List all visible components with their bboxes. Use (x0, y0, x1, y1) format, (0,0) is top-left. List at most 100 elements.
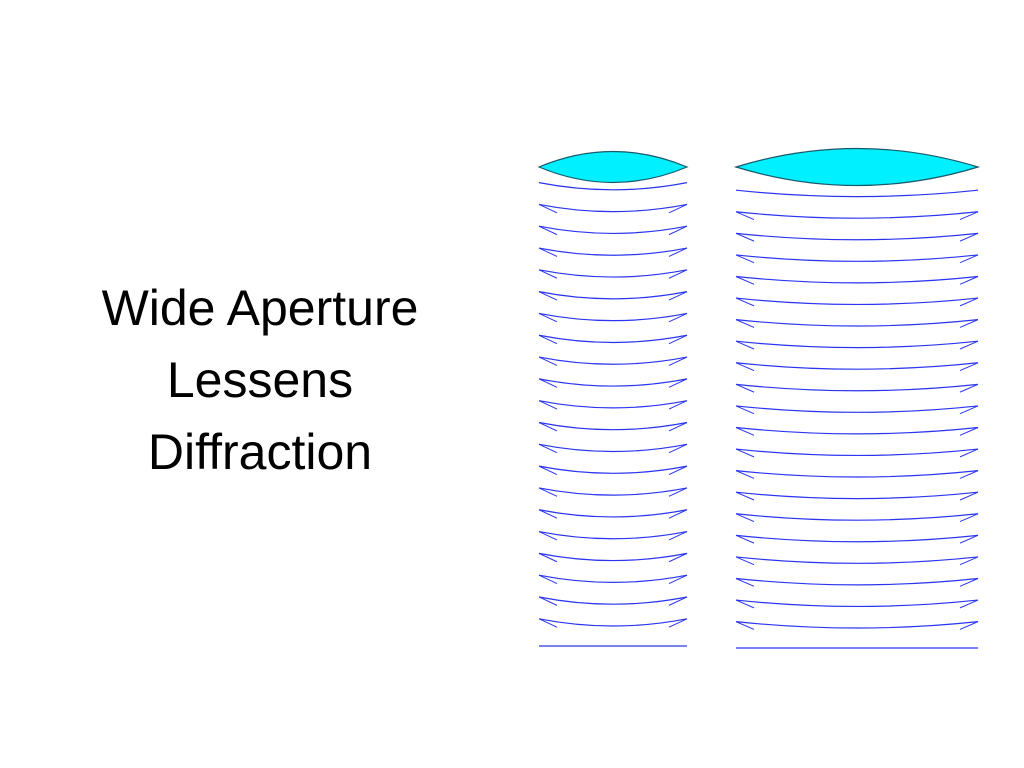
wave-edge-tick (538, 203, 558, 214)
wave-edge-tick (668, 203, 688, 214)
wave-edge-tick (735, 383, 755, 393)
wave-edge-tick (959, 448, 979, 458)
wave-line (735, 405, 979, 413)
wave-line (735, 362, 979, 370)
wave-edge-tick (538, 574, 558, 585)
wave-edge-tick (735, 340, 755, 350)
wave-edge-tick (735, 448, 755, 458)
wave-line (538, 618, 688, 627)
wave-edge-tick (668, 400, 688, 410)
wave-edge-tick (538, 509, 558, 519)
wave-line (735, 599, 979, 608)
wave-edge-tick (538, 443, 558, 454)
wave-line (538, 400, 688, 409)
wave-edge-tick (668, 334, 688, 345)
wave-edge-tick (668, 618, 688, 628)
wave-line (735, 254, 979, 262)
wave-line (735, 621, 979, 629)
wave-edge-tick (959, 534, 979, 544)
wave-line (538, 530, 688, 540)
title-line-1: Wide Aperture (101, 280, 419, 336)
wave-edge-tick (959, 383, 979, 393)
wavefront-lens (537, 150, 689, 184)
wave-line (735, 232, 979, 241)
wave-edge-tick (538, 596, 558, 606)
wave-line (735, 189, 979, 198)
wave-edge-tick (959, 491, 979, 501)
wave-edge-tick (538, 334, 558, 345)
title-line-3: Diffraction (147, 424, 373, 480)
wave-edge-tick (668, 465, 688, 475)
wave-edge-tick (538, 225, 558, 236)
wave-line (735, 319, 979, 327)
wave-edge-tick (668, 574, 688, 585)
wave-edge-tick (735, 232, 755, 242)
wave-edge-tick (668, 552, 688, 563)
wave-edge-tick (735, 621, 755, 630)
wave-edge-tick (668, 509, 688, 519)
wave-line (735, 383, 979, 392)
wave-edge-tick (959, 254, 979, 264)
wave-line (538, 552, 688, 562)
wave-edge-tick (668, 291, 688, 301)
wave-edge-tick (735, 556, 755, 566)
wave-edge-tick (668, 443, 688, 454)
wave-edge-tick (538, 531, 558, 541)
wave-line (735, 448, 979, 457)
wave-edge-tick (668, 596, 688, 606)
wave-edge-tick (668, 247, 688, 257)
wave-line (735, 211, 979, 219)
wave-edge-tick (735, 405, 755, 415)
wave-edge-tick (959, 427, 979, 436)
slide-title: Wide Aperture Lessens Diffraction (40, 272, 480, 488)
wave-edge-tick (538, 269, 558, 279)
wave-edge-tick (959, 232, 979, 242)
wave-line (538, 247, 688, 256)
wave-edge-tick (959, 599, 979, 609)
wave-edge-tick (959, 513, 979, 523)
wave-edge-tick (668, 225, 688, 236)
wave-line (735, 534, 979, 543)
wave-line (538, 443, 688, 453)
wave-line (538, 203, 688, 213)
wave-edge-tick (538, 465, 558, 475)
wave-edge-tick (668, 422, 688, 432)
wave-edge-tick (959, 297, 979, 307)
wave-line (538, 356, 688, 365)
wave-line (538, 465, 688, 474)
wave-line (538, 596, 688, 605)
wave-edge-tick (668, 531, 688, 541)
wave-line (538, 487, 688, 496)
wave-edge-tick (735, 276, 755, 285)
wave-line (538, 312, 688, 322)
title-line-2: Lessens (166, 352, 354, 408)
wave-line (735, 426, 979, 435)
wave-edge-tick (538, 356, 558, 366)
wave-line (735, 577, 979, 586)
wave-line (735, 491, 979, 500)
wave-edge-tick (959, 340, 979, 350)
wave-edge-tick (735, 491, 755, 501)
wave-line (735, 340, 979, 349)
wave-edge-tick (668, 487, 688, 497)
wave-edge-tick (735, 362, 755, 372)
wave-edge-tick (668, 313, 688, 323)
wave-edge-tick (735, 211, 755, 221)
wave-edge-tick (538, 422, 558, 432)
wave-edge-tick (538, 291, 558, 301)
wave-edge-tick (959, 362, 979, 372)
wave-line (538, 378, 688, 387)
wave-line (538, 509, 688, 518)
wave-edge-tick (735, 254, 755, 264)
wave-edge-tick (959, 621, 979, 630)
wave-edge-tick (538, 313, 558, 323)
wave-edge-tick (668, 378, 688, 388)
wave-edge-tick (735, 319, 755, 328)
wave-edge-tick (668, 269, 688, 279)
wave-edge-tick (959, 578, 979, 587)
wave-line (538, 421, 688, 431)
wave-edge-tick (538, 247, 558, 257)
wave-edge-tick (959, 319, 979, 328)
wave-edge-tick (959, 211, 979, 221)
